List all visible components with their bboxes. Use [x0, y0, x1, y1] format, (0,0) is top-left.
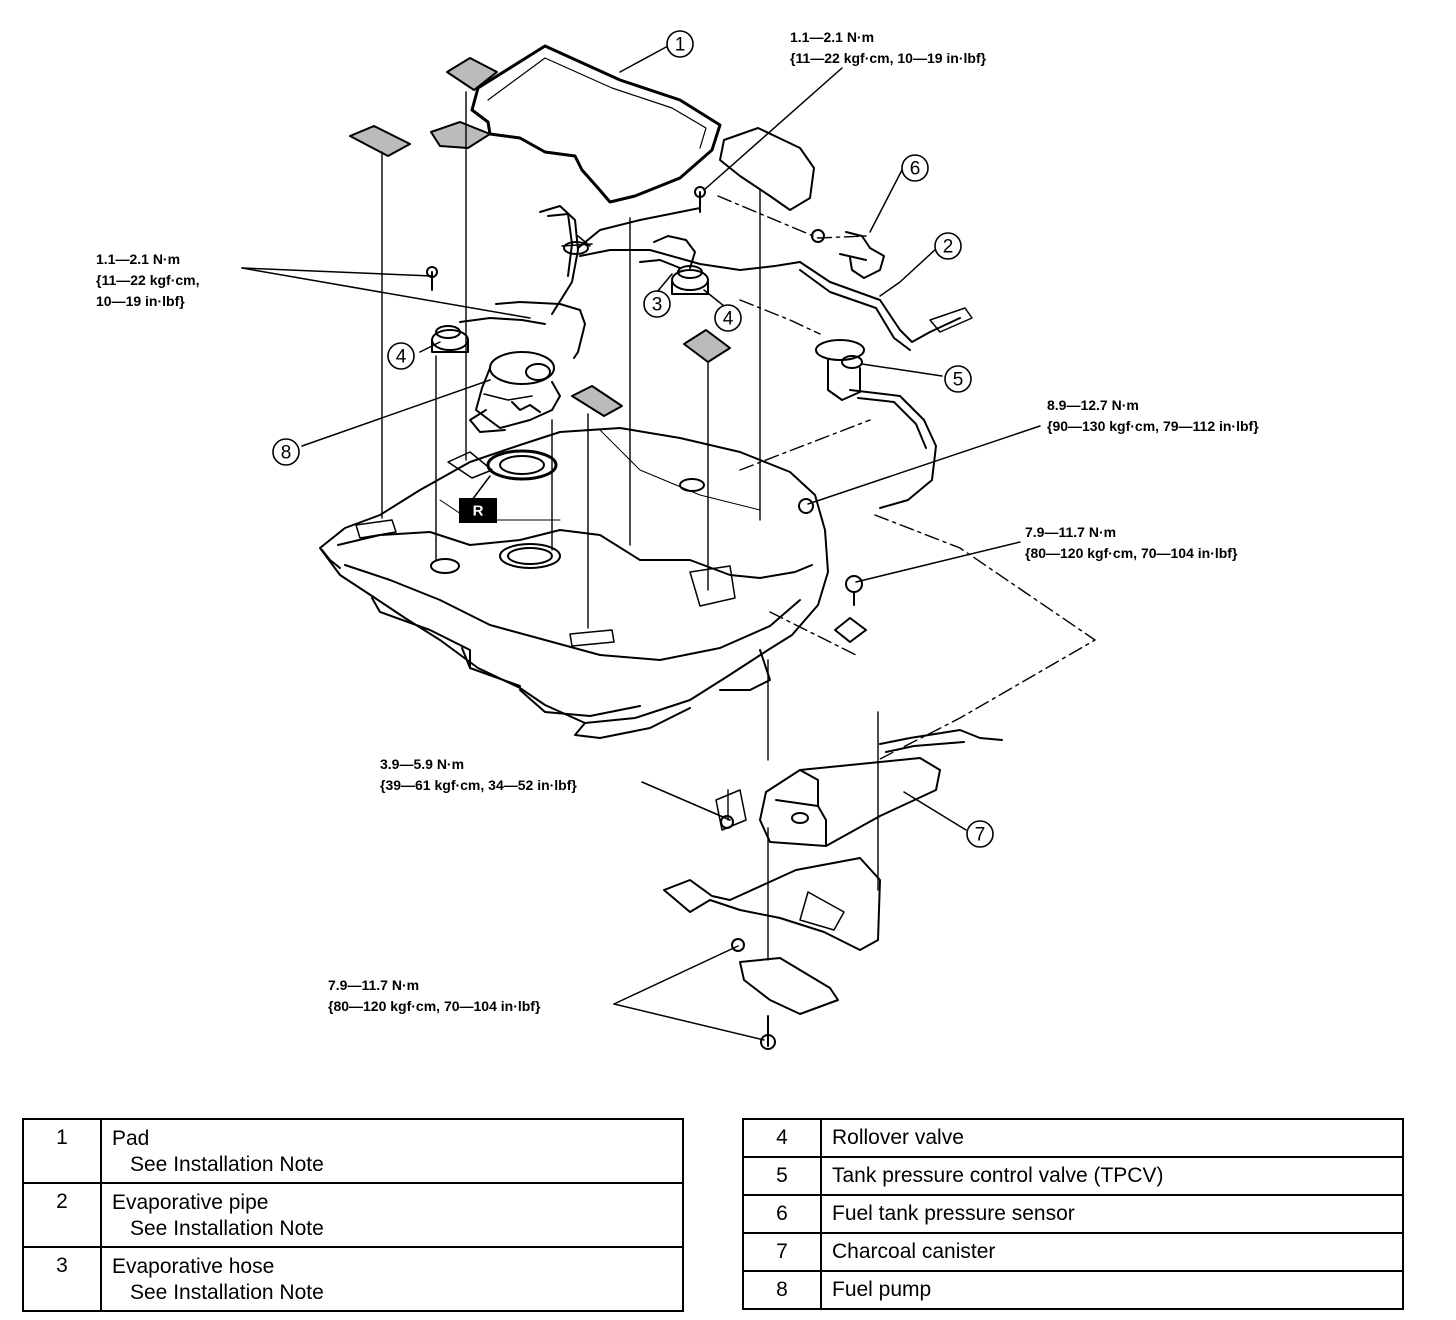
- tpcv-and-sensor: [811, 229, 885, 401]
- legend-number: 1: [22, 1118, 102, 1184]
- torque-spec-6-line1: 7.9—11.7 N·m: [328, 977, 419, 993]
- callout-2: 2: [943, 237, 954, 258]
- exploded-parts-diagram: 1 6 2 3 4 4 5 8 7 R 1.1—2.1 N·m {11—22 k…: [96, 29, 1259, 1050]
- legend-number: 6: [742, 1194, 822, 1234]
- part-name: Evaporative pipe: [112, 1191, 269, 1214]
- legend-number: 7: [742, 1232, 822, 1272]
- legend-row: 8 Fuel pump: [742, 1270, 1404, 1310]
- legend-row: 3 Evaporative hose See Installation Note: [22, 1246, 684, 1312]
- torque-spec-2-line2: {11—22 kgf·cm,: [96, 272, 200, 288]
- torque-spec-1-line1: 1.1—2.1 N·m: [790, 29, 874, 45]
- callout-6: 6: [910, 159, 921, 180]
- legend-row: 2 Evaporative pipe See Installation Note: [22, 1182, 684, 1248]
- fuel-tank: [319, 427, 829, 739]
- part-name: Fuel pump: [820, 1270, 1404, 1310]
- callout-8: 8: [281, 443, 292, 464]
- callout-4-left: 4: [396, 347, 407, 368]
- part-name: Pad: [112, 1127, 150, 1150]
- installation-note-reference: See Installation Note: [130, 1217, 324, 1240]
- callout-1: 1: [675, 35, 686, 56]
- bolts: [426, 186, 867, 643]
- part-name: Evaporative hose: [112, 1255, 275, 1278]
- torque-spec-2-line3: 10—19 in·lbf}: [96, 293, 185, 309]
- legend-number: 8: [742, 1270, 822, 1310]
- callout-7: 7: [975, 825, 986, 846]
- reuse-mark-box: [459, 498, 497, 523]
- installation-note-reference: See Installation Note: [130, 1281, 324, 1304]
- legend-row: 6 Fuel tank pressure sensor: [742, 1194, 1404, 1234]
- torque-spec-1-line2: {11—22 kgf·cm, 10—19 in·lbf}: [790, 50, 987, 66]
- callout-3: 3: [652, 295, 663, 316]
- legend-row: 1 Pad See Installation Note: [22, 1118, 684, 1184]
- fuel-pump: [469, 351, 561, 433]
- reuse-mark: R: [473, 503, 484, 520]
- callout-4-right: 4: [723, 309, 734, 330]
- torque-spec-2-line1: 1.1—2.1 N·m: [96, 251, 180, 267]
- callout-5: 5: [953, 370, 964, 391]
- parts-legend-right: 4 Rollover valve 5 Tank pressure control…: [742, 1118, 1404, 1310]
- legend-row: 7 Charcoal canister: [742, 1232, 1404, 1272]
- torque-spec-3-line1: 8.9—12.7 N·m: [1047, 397, 1139, 413]
- legend-number: 5: [742, 1156, 822, 1196]
- torque-spec-4-line2: {80—120 kgf·cm, 70—104 in·lbf}: [1025, 545, 1238, 561]
- legend-row: 5 Tank pressure control valve (TPCV): [742, 1156, 1404, 1196]
- part-name: Rollover valve: [820, 1118, 1404, 1158]
- part-name: Tank pressure control valve (TPCV): [820, 1156, 1404, 1196]
- parts-legend-left: 1 Pad See Installation Note 2 Evaporativ…: [22, 1118, 684, 1312]
- legend-description: Evaporative pipe See Installation Note: [100, 1182, 684, 1248]
- legend-description: Pad See Installation Note: [100, 1118, 684, 1184]
- installation-note-reference: See Installation Note: [130, 1153, 324, 1176]
- charcoal-canister: [663, 729, 1003, 1050]
- alignment-lines: [381, 91, 1096, 961]
- torque-spec-4-line1: 7.9—11.7 N·m: [1025, 524, 1116, 540]
- pad-parts: [349, 44, 815, 417]
- torque-spec-3-line2: {90—130 kgf·cm, 79—112 in·lbf}: [1047, 418, 1259, 434]
- part-name: Charcoal canister: [820, 1232, 1404, 1272]
- part-name: Fuel tank pressure sensor: [820, 1194, 1404, 1234]
- leader-lines: [241, 45, 1041, 1041]
- evaporative-pipe-and-hoses: [459, 205, 973, 509]
- legend-row: 4 Rollover valve: [742, 1118, 1404, 1158]
- legend-description: Evaporative hose See Installation Note: [100, 1246, 684, 1312]
- legend-number: 2: [22, 1182, 102, 1248]
- legend-number: 4: [742, 1118, 822, 1158]
- legend-number: 3: [22, 1246, 102, 1312]
- torque-spec-5-line2: {39—61 kgf·cm, 34—52 in·lbf}: [380, 777, 577, 793]
- torque-spec-5-line1: 3.9—5.9 N·m: [380, 756, 464, 772]
- torque-spec-6-line2: {80—120 kgf·cm, 70—104 in·lbf}: [328, 998, 541, 1014]
- callout-circles: [272, 30, 994, 848]
